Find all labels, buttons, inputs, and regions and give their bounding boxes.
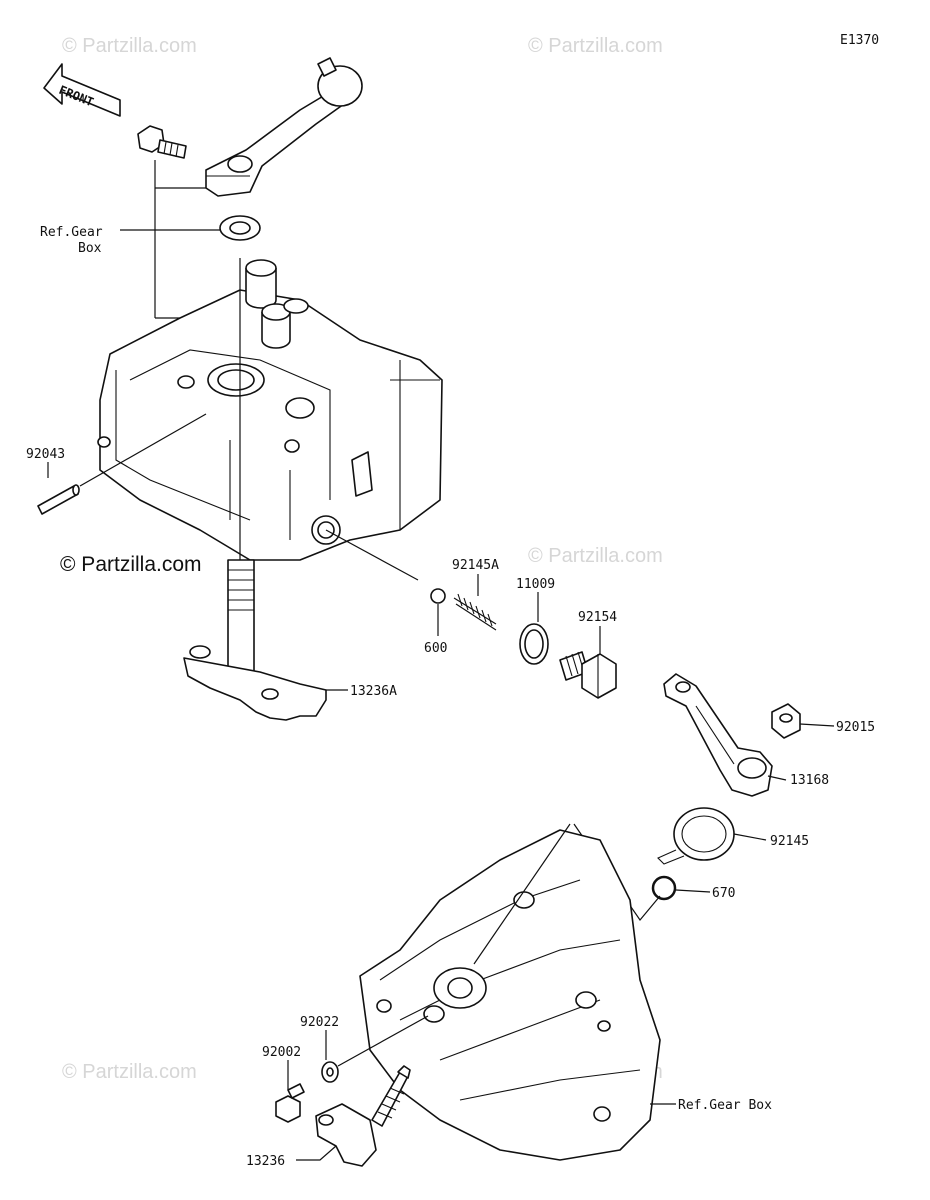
label-ref-gear-box-bottom: Ref.Gear Box <box>678 1098 772 1113</box>
part-label-92145A: 92145A <box>452 558 499 573</box>
detent-ball <box>430 588 446 604</box>
watermark-top-left: © Partzilla.com <box>62 35 197 57</box>
return-spring <box>657 807 735 865</box>
circlip <box>651 875 677 901</box>
part-label-92002: 92002 <box>262 1045 301 1060</box>
shift-arm <box>663 673 773 797</box>
part-label-13168: 13168 <box>790 773 829 788</box>
upper-gear-case <box>97 259 443 561</box>
watermark-middle-center: © Partzilla.com <box>528 545 663 567</box>
oil-seal <box>219 215 261 241</box>
leader-13168 <box>767 775 787 781</box>
part-label-92145: 92145 <box>770 834 809 849</box>
leader-92015 <box>799 723 835 727</box>
watermark-dark: © Partzilla.com <box>60 553 202 576</box>
plug-bolt <box>559 651 617 699</box>
part-label-600: 600 <box>424 641 447 656</box>
label-ref-gear-box-top-1: Ref.Gear <box>40 225 103 240</box>
part-label-13236: 13236 <box>246 1154 285 1169</box>
part-label-92015: 92015 <box>836 720 875 735</box>
diagram-code: E1370 <box>840 33 879 48</box>
leader-case-to-arm <box>473 823 571 965</box>
watermark-bottom-left: © Partzilla.com <box>62 1061 197 1083</box>
label-ref-gear-box-top-2: Box <box>78 241 102 256</box>
leader-detent-bore <box>325 529 419 581</box>
shift-shaft <box>183 559 327 721</box>
sealing-washer <box>519 623 549 665</box>
leader-92145 <box>733 833 767 841</box>
detent-spring <box>453 593 497 631</box>
part-label-92022: 92022 <box>300 1015 339 1030</box>
flange-bolt <box>275 1083 305 1123</box>
front-arrow-icon: FRONT <box>43 63 121 117</box>
lock-nut <box>771 703 801 739</box>
leader-washer-to-case <box>337 1015 429 1067</box>
leader-670 <box>675 889 711 893</box>
lower-gear-case <box>359 829 661 1161</box>
shift-lever-arm <box>205 57 363 197</box>
shaft-washer <box>321 1061 339 1083</box>
dowel-pin <box>37 484 80 515</box>
lever-bolt <box>137 125 187 159</box>
part-label-92154: 92154 <box>578 610 617 625</box>
part-label-11009: 11009 <box>516 577 555 592</box>
watermark-top-center: © Partzilla.com <box>528 35 663 57</box>
part-label-670: 670 <box>712 886 735 901</box>
leader-dowel-pin <box>79 413 207 487</box>
lower-shift-shaft <box>315 1065 411 1167</box>
part-label-92043: 92043 <box>26 447 65 462</box>
leader-13236 <box>296 1145 337 1161</box>
part-label-13236A: 13236A <box>350 684 397 699</box>
